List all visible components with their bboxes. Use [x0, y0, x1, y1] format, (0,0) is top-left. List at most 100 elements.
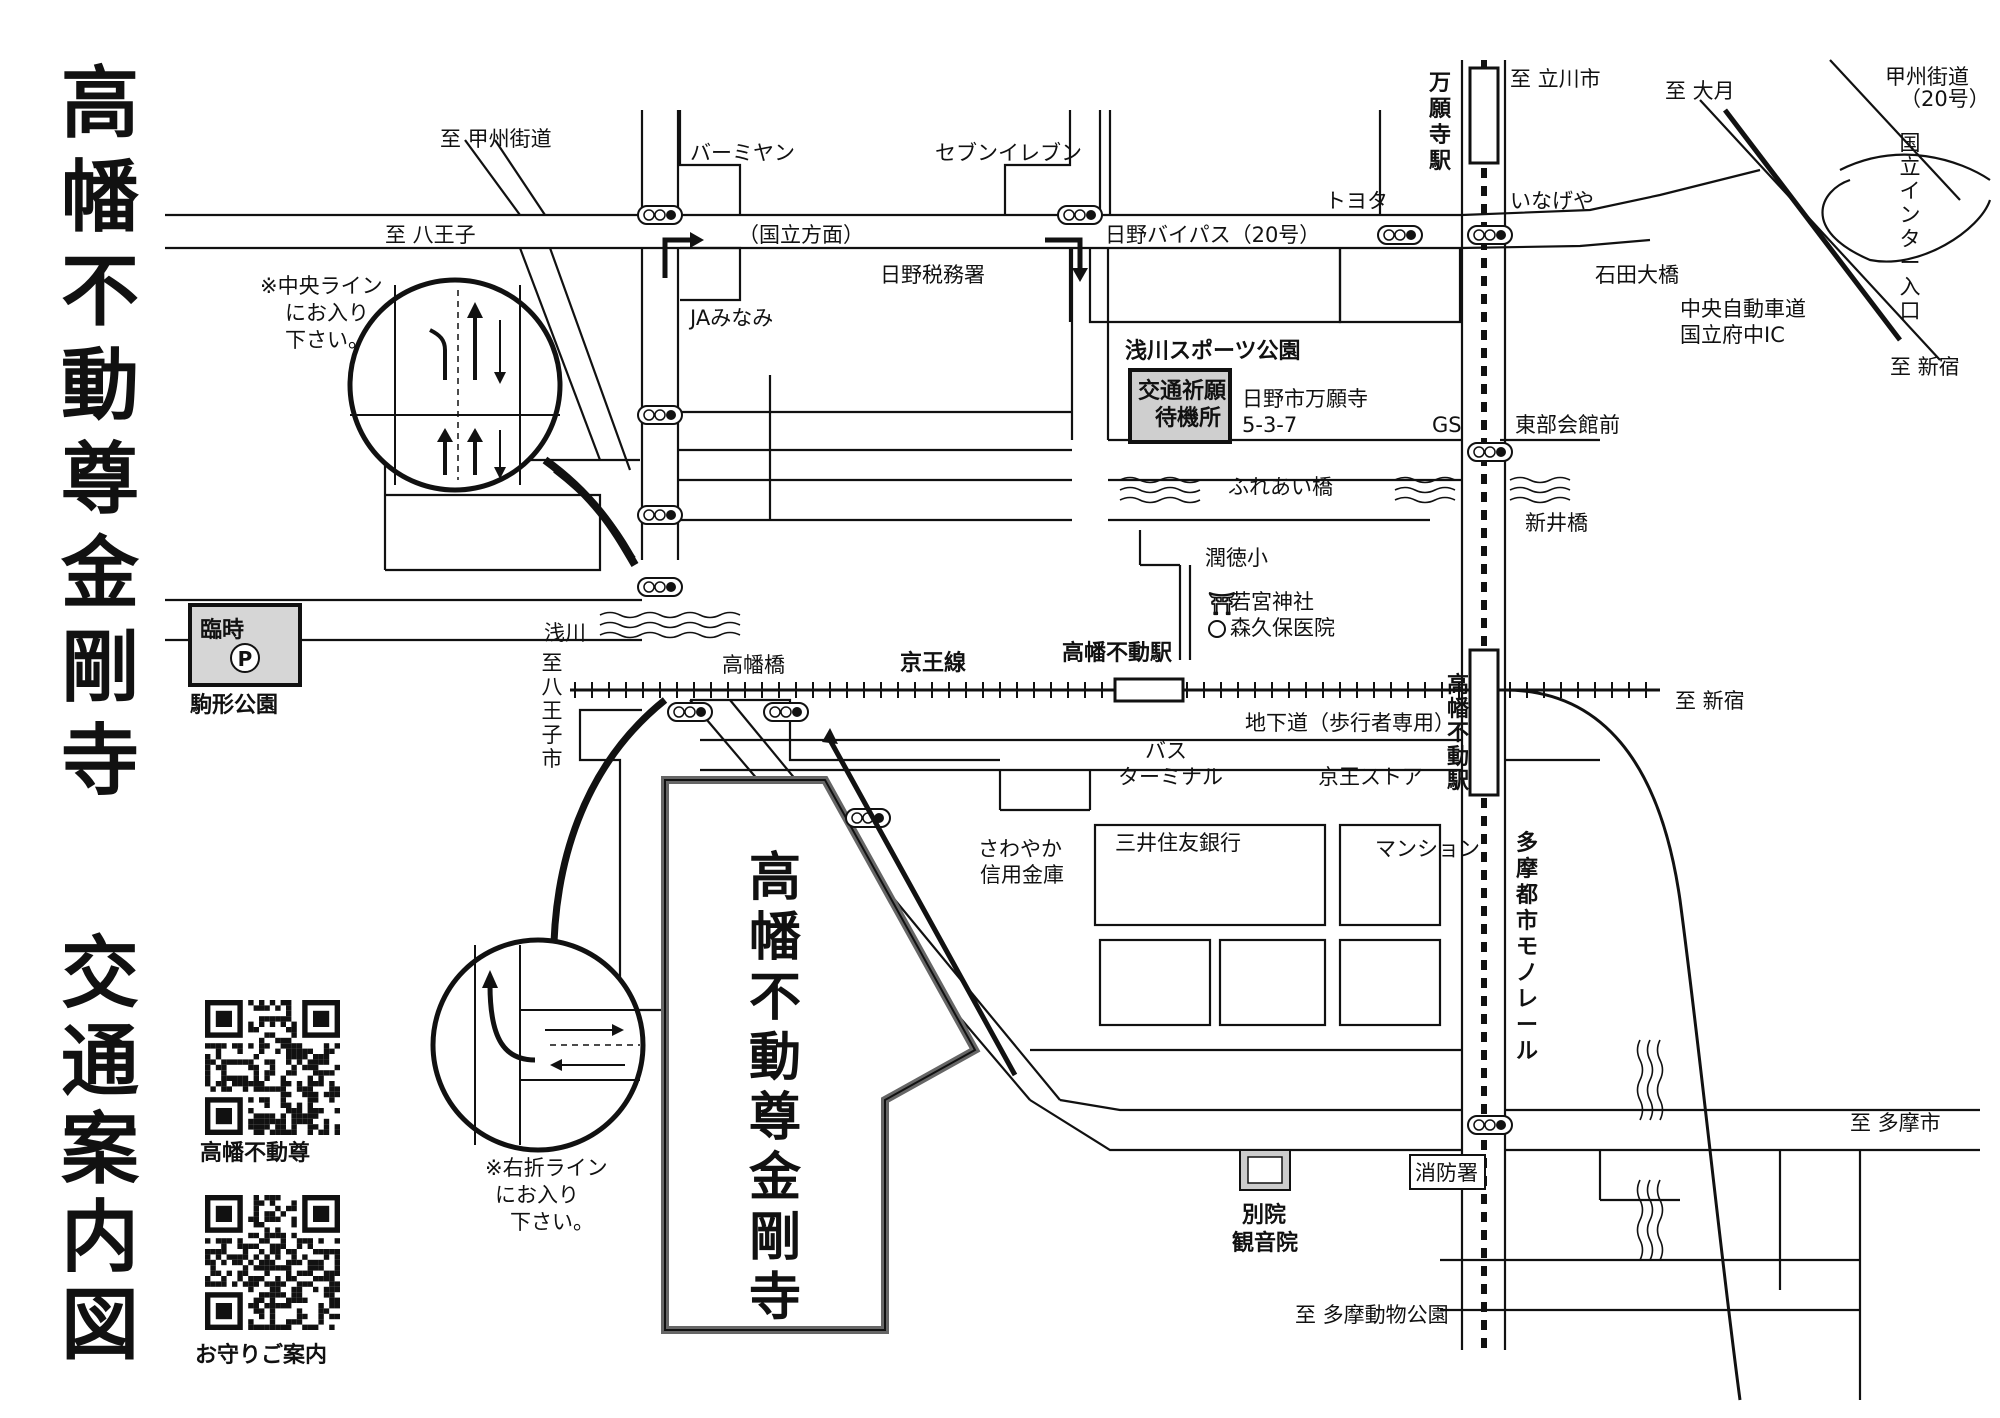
right-turn-lane-callout — [430, 937, 646, 1153]
takahata-mono-char: 動 — [1447, 745, 1469, 770]
betsuin-kannonin — [1239, 1149, 1291, 1191]
ic-entrance-char: ー — [1900, 251, 1921, 275]
callout-central-1: ※中央ライン — [260, 274, 383, 298]
landmark-tax-office: 日野税務署 — [880, 263, 985, 287]
traffic-signal — [637, 505, 683, 525]
keio-railway-line — [570, 677, 1660, 703]
landmark-bamiyan: バーミヤン — [690, 141, 795, 165]
takahata-keio-station-platform — [1113, 677, 1185, 703]
landmark-takahata-bridge: 高幡橋 — [722, 653, 785, 677]
station-takahata-keio: 高幡不動駅 — [1062, 640, 1172, 666]
traffic-signal — [1467, 1115, 1513, 1135]
mangan-char: 駅 — [1429, 149, 1451, 174]
traffic-prayer-waiting-area — [1128, 368, 1232, 444]
takahata-mono-char: 駅 — [1447, 769, 1469, 794]
landmark-asakawa: 浅川 — [544, 621, 586, 645]
qr-caption-top: 高幡不動尊 — [200, 1140, 310, 1166]
road-keio-line: 京王線 — [900, 650, 966, 676]
monorail-char: レ — [1516, 987, 1538, 1012]
temple-char: 動 — [749, 1027, 801, 1088]
callout-central-2: にお入り — [285, 301, 369, 325]
ic-entrance-char: ン — [1900, 203, 1921, 227]
road-underpass: 地下道（歩行者専用） — [1245, 711, 1455, 735]
monorail-char: ー — [1516, 1013, 1538, 1038]
monorail-char: ノ — [1516, 961, 1538, 986]
dir-koshu20-2: （20号） — [1900, 87, 1990, 111]
landmark-seven-eleven: セブンイレブン — [935, 141, 1082, 165]
title-char: 不 — [61, 247, 139, 337]
dir-tama-city: 至 多摩市 — [1850, 1111, 1941, 1135]
title-char: 剛 — [61, 623, 139, 713]
dir-shinjuku-e: 至 新宿 — [1675, 689, 1745, 713]
subtitle-char: 図 — [61, 1281, 139, 1371]
qr-code-takahata[interactable] — [201, 996, 344, 1139]
landmark-hall: 東部会館前 — [1515, 413, 1620, 437]
monorail-char: 摩 — [1516, 856, 1538, 882]
takahata-monorail-station-platform — [1468, 648, 1500, 797]
betsuin-2: 観音院 — [1232, 1230, 1298, 1256]
ic-entrance-char: 口 — [1900, 299, 1921, 323]
traffic-signal — [637, 405, 683, 425]
landmark-ja: JAみなみ — [688, 306, 773, 330]
temple-char: 金 — [748, 1147, 802, 1208]
monorail-char: ル — [1516, 1039, 1538, 1064]
address-line2: 5-3-7 — [1242, 413, 1297, 437]
landmark-juntoku: 潤徳小 — [1205, 546, 1268, 570]
shrine-icon: ⛩ — [1208, 592, 1236, 617]
ic-entrance-char: イ — [1900, 179, 1921, 203]
station-takahata-monorail: 高幡不動駅 — [1447, 672, 1470, 794]
parking-label: 臨時 — [200, 618, 244, 643]
tama-monorail-line — [1468, 60, 1500, 1350]
fire-station-box — [1409, 1154, 1486, 1190]
mangan-char: 万 — [1428, 71, 1451, 96]
landmark-morikubo: 森久保医院 — [1230, 616, 1335, 640]
betsuin-1: 別院 — [1242, 1202, 1286, 1228]
temple-char: 剛 — [749, 1207, 801, 1268]
dir-koshu-top: 至 甲州街道 — [440, 127, 552, 151]
temple-char: 幡 — [749, 907, 801, 968]
temple-char: 寺 — [749, 1267, 801, 1328]
temple-char: 高 — [749, 847, 801, 908]
monorail-char: 多 — [1516, 830, 1538, 856]
mangan-ji-station-platform — [1468, 66, 1500, 165]
monorail-char: 都 — [1515, 883, 1538, 908]
dir-tama-zoo: 至 多摩動物公園 — [1295, 1303, 1449, 1327]
landmark-smbc: 三井住友銀行 — [1115, 831, 1241, 855]
dir-hachioji: 至 八王子 — [385, 223, 476, 247]
road-chuo-ic-1: 中央自動車道 — [1680, 297, 1806, 321]
parking-symbol: P — [238, 647, 253, 671]
hachioji-v-char: 至 — [542, 651, 563, 675]
curved-railway-track — [1504, 688, 1742, 1401]
landmark-inageya: いなげや — [1510, 189, 1594, 213]
bus-terminal-1: バス — [1145, 739, 1187, 763]
traffic-signal — [667, 702, 713, 722]
traffic-signal — [1057, 205, 1103, 225]
parking-caption: 駒形公園 — [190, 692, 278, 718]
landmark-fureai-bridge: ふれあい橋 — [1228, 475, 1333, 499]
landmark-keio-store: 京王ストア — [1318, 765, 1423, 789]
traffic-signal — [1467, 442, 1513, 462]
callout-right-turn-3: 下さい。 — [510, 1210, 594, 1234]
qr-code-omamori[interactable] — [201, 1191, 344, 1334]
title-char: 幡 — [61, 153, 139, 243]
subtitle-char: 内 — [61, 1193, 139, 1283]
chuo-expressway — [1723, 108, 1902, 342]
ic-entrance-char: タ — [1900, 227, 1921, 251]
callout-right-turn-1: ※右折ライン — [485, 1156, 608, 1180]
road-chuo-ic-2: 国立府中IC — [1680, 323, 1785, 347]
temple-grounds — [661, 776, 981, 1334]
subtitle-char: 案 — [61, 1105, 140, 1195]
traffic-signal — [763, 702, 809, 722]
hachioji-v-char: 市 — [542, 747, 563, 771]
hachioji-v-char: 王 — [542, 699, 563, 723]
asakawa-river — [599, 476, 1664, 1261]
arrow-heads — [690, 232, 1088, 744]
landmark-toyota: トヨタ — [1325, 189, 1388, 213]
clinic-icon — [1208, 620, 1226, 638]
